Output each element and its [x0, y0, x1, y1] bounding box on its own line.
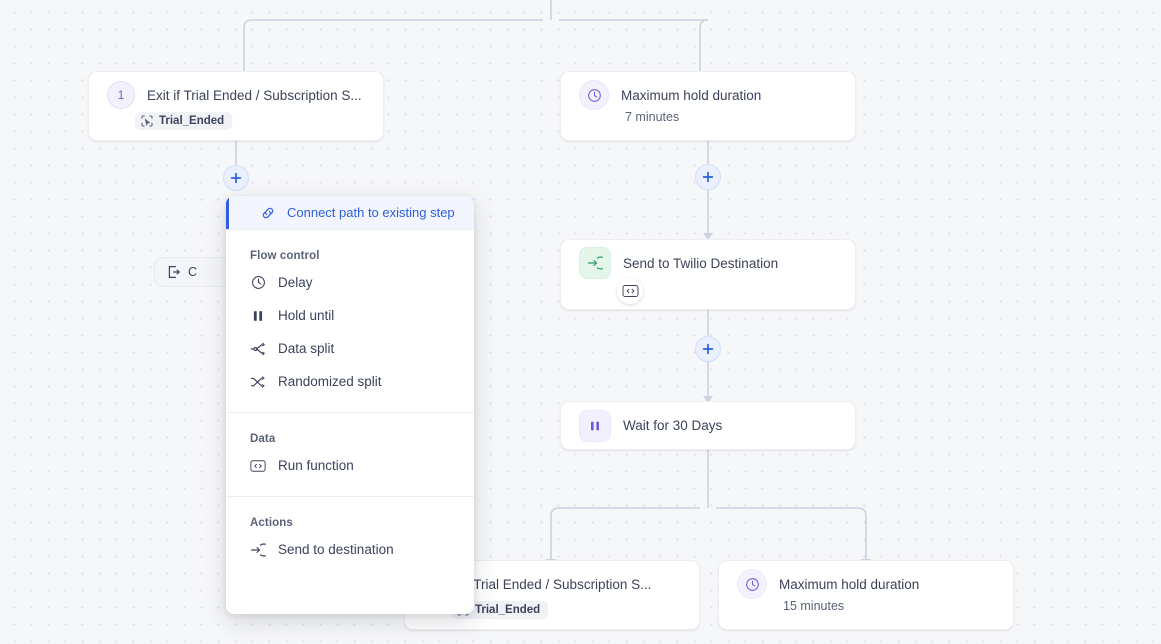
- step-index-badge: 1: [107, 81, 135, 109]
- menu-item-label: Data split: [278, 341, 335, 356]
- menu-item-randomized-split[interactable]: Randomized split: [226, 365, 474, 398]
- plus-icon: [230, 172, 242, 184]
- clock-icon: [250, 275, 266, 291]
- node-title: Send to Twilio Destination: [623, 255, 779, 271]
- menu-item-label: Connect path to existing step: [287, 205, 455, 220]
- menu-section-title: Flow control: [250, 250, 320, 262]
- node-header: Maximum hold duration: [719, 561, 1013, 607]
- node-title: Wait for 30 Days: [623, 418, 723, 433]
- menu-section-flow-control: Flow control Delay Hold until: [226, 230, 474, 412]
- menu-item-label: Send to destination: [278, 542, 394, 557]
- selection-cursor-icon: [141, 115, 153, 127]
- node-header: Maximum hold duration: [561, 72, 855, 118]
- menu-item-label: Delay: [278, 275, 313, 290]
- node-chip-trial-ended[interactable]: Trial_Ended: [135, 112, 233, 130]
- add-step-dropdown-menu[interactable]: Connect path to existing step Flow contr…: [226, 196, 474, 614]
- node-header: Send to Twilio Destination: [561, 240, 855, 286]
- add-step-button-right-top[interactable]: [695, 164, 721, 190]
- node-subtitle: 15 minutes: [783, 599, 845, 613]
- node-maximum-hold-duration-15min[interactable]: Maximum hold duration 15 minutes: [718, 560, 1014, 630]
- menu-item-hold-until[interactable]: Hold until: [226, 299, 474, 332]
- node-title: Maximum hold duration: [621, 87, 762, 103]
- menu-item-data-split[interactable]: Data split: [226, 332, 474, 365]
- menu-item-label: Run function: [278, 458, 354, 473]
- node-exit-if-trial-ended-top[interactable]: 1 Exit if Trial Ended / Subscription S..…: [88, 71, 384, 141]
- menu-item-label: Randomized split: [278, 374, 382, 389]
- node-header: Wait for 30 Days: [561, 402, 855, 449]
- randomized-split-icon: [250, 374, 266, 390]
- continue-button-label: C: [188, 265, 198, 279]
- menu-item-label: Hold until: [278, 308, 335, 323]
- plus-icon: [702, 171, 714, 183]
- menu-item-delay[interactable]: Delay: [226, 266, 474, 299]
- exit-icon: [167, 265, 181, 279]
- node-chip-trial-ended[interactable]: Trial_Ended: [451, 601, 549, 619]
- menu-section-title: Actions: [250, 517, 293, 529]
- link-icon: [260, 205, 276, 221]
- pause-icon: [250, 308, 266, 324]
- data-split-icon: [250, 341, 266, 357]
- node-header: 1 Exit if Trial Ended / Subscription S..…: [89, 72, 383, 118]
- add-step-button-right-mid[interactable]: [695, 336, 721, 362]
- node-header: if Trial Ended / Subscription S...: [405, 561, 699, 607]
- plus-icon: [702, 343, 714, 355]
- menu-divider-1: [226, 229, 474, 230]
- code-icon: [250, 458, 266, 474]
- menu-section-data: Data Run function: [226, 413, 474, 496]
- code-icon: [617, 278, 643, 304]
- node-send-to-twilio-destination[interactable]: Send to Twilio Destination: [560, 239, 856, 310]
- node-chip-label: Trial_Ended: [159, 115, 225, 127]
- node-maximum-hold-duration-7min[interactable]: Maximum hold duration 7 minutes: [560, 71, 856, 141]
- menu-item-run-function[interactable]: Run function: [226, 449, 474, 482]
- menu-section-title: Data: [250, 433, 276, 445]
- send-to-destination-icon: [579, 247, 611, 279]
- send-to-destination-icon: [250, 542, 266, 558]
- pause-icon: [579, 409, 611, 442]
- node-subtitle: 7 minutes: [625, 110, 680, 124]
- node-title: Exit if Trial Ended / Subscription S...: [147, 87, 362, 103]
- add-step-button-left[interactable]: [223, 165, 249, 191]
- menu-item-connect-path-to-existing-step[interactable]: Connect path to existing step: [226, 196, 474, 229]
- menu-divider-2: [226, 412, 474, 413]
- menu-section-actions: Actions Send to destination: [226, 497, 474, 580]
- menu-divider-3: [226, 496, 474, 497]
- menu-item-send-to-destination[interactable]: Send to destination: [226, 533, 474, 566]
- node-title: Maximum hold duration: [779, 576, 920, 592]
- node-chip-area: Trial_Ended: [405, 601, 699, 621]
- node-wait-for-30-days[interactable]: Wait for 30 Days: [560, 401, 856, 450]
- clock-icon: [579, 80, 609, 110]
- node-chip-label: Trial_Ended: [475, 604, 541, 616]
- node-chip-area: Trial_Ended: [89, 112, 383, 132]
- node-title: if Trial Ended / Subscription S...: [463, 576, 652, 592]
- clock-icon: [737, 569, 767, 599]
